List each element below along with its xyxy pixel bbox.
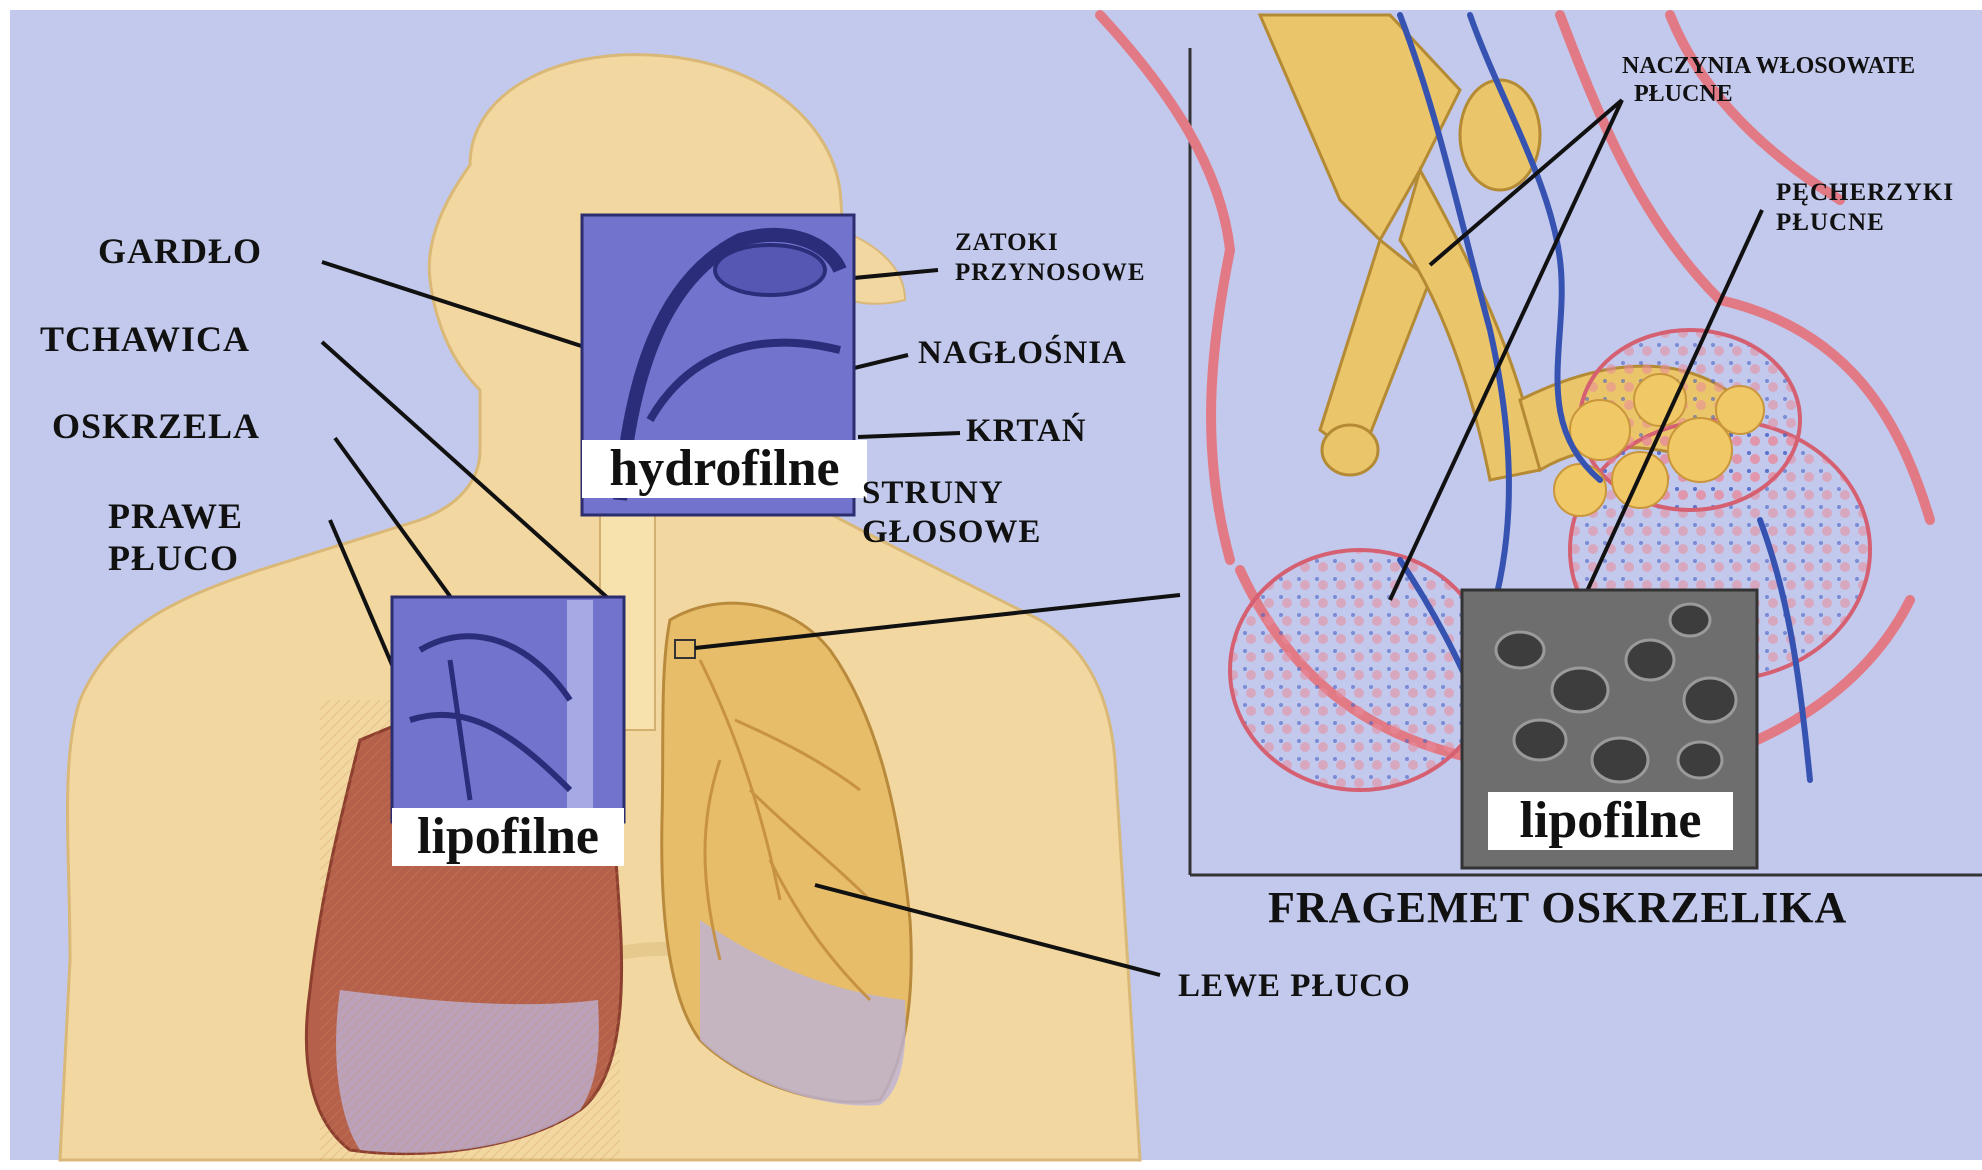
- label-prawe-pluco-line1: PRAWE: [108, 495, 243, 537]
- label-naczynia-line2: PŁUCNE: [1622, 80, 1915, 108]
- label-pecherzyki-plucne: PĘCHERZYKI PŁUCNE: [1776, 178, 1954, 237]
- label-prawe-pluco-line2: PŁUCO: [108, 537, 243, 579]
- lipofilne-right-label: lipofilne: [1488, 792, 1733, 850]
- label-oskrzela: OSKRZELA: [52, 405, 260, 447]
- label-naglosnia: NAGŁOŚNIA: [918, 335, 1127, 372]
- lipofilne-left-overlay-image: [392, 597, 624, 822]
- label-pecherzyki-line2: PŁUCNE: [1776, 208, 1954, 238]
- label-tchawica: TCHAWICA: [40, 318, 250, 360]
- label-zatoki-przynosowe: ZATOKI PRZYNOSOWE: [955, 228, 1146, 287]
- label-struny-line2: GŁOSOWE: [862, 513, 1041, 552]
- label-zatoki-line1: ZATOKI: [955, 228, 1146, 258]
- label-naczynia-wlosowate: NACZYNIA WŁOSOWATE PŁUCNE: [1622, 52, 1915, 109]
- label-fragment-oskrzelika: FRAGEMET OSKRZELIKA: [1268, 882, 1847, 933]
- label-naczynia-line1: NACZYNIA WŁOSOWATE: [1622, 52, 1915, 80]
- label-prawe-pluco: PRAWE PŁUCO: [108, 495, 243, 580]
- label-struny-glosowe: STRUNY GŁOSOWE: [862, 474, 1041, 552]
- label-lewe-pluco: LEWE PŁUCO: [1178, 968, 1411, 1005]
- label-krtan: KRTAŃ: [966, 413, 1087, 450]
- label-struny-line1: STRUNY: [862, 474, 1041, 513]
- lipofilne-left-label: lipofilne: [392, 808, 624, 866]
- hydrofilne-label: hydrofilne: [582, 440, 867, 498]
- label-pecherzyki-line1: PĘCHERZYKI: [1776, 178, 1954, 208]
- label-gardlo: GARDŁO: [98, 230, 262, 272]
- label-zatoki-line2: PRZYNOSOWE: [955, 258, 1146, 288]
